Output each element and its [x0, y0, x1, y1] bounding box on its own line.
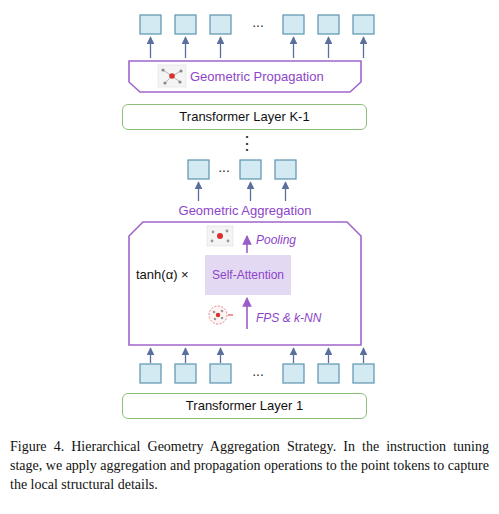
block-outline-path — [129, 222, 361, 345]
point-token — [283, 364, 304, 383]
point-token — [283, 15, 304, 34]
point-token — [210, 364, 231, 383]
point-token — [318, 364, 339, 383]
point-token — [353, 364, 374, 383]
point-token — [140, 364, 161, 383]
up-arrow — [150, 37, 151, 58]
token-arrows-top — [151, 37, 364, 58]
point-token — [210, 15, 231, 34]
up-arrow — [150, 348, 151, 363]
point-token — [240, 160, 261, 179]
up-arrow — [328, 37, 329, 58]
transformer-layer: Transformer Layer K-1 — [122, 104, 367, 130]
point-token — [175, 15, 196, 34]
ellipsis-mark: ... — [238, 363, 278, 379]
ellipsis-mark: ... — [210, 159, 238, 175]
token-row-bottom — [140, 364, 374, 383]
point-token — [353, 15, 374, 34]
block-title: Geometric Aggregation — [128, 203, 362, 218]
up-arrow — [363, 348, 364, 363]
up-arrow — [220, 37, 221, 58]
attention-box: Self-Attention — [205, 255, 291, 295]
block-title: Geometric Propagation — [190, 69, 324, 84]
propagation-block: Geometric Propagation — [128, 60, 362, 93]
up-arrow — [185, 37, 186, 58]
step-label: FPS & k-NN — [256, 311, 321, 325]
layer-title: Transformer Layer 1 — [123, 394, 366, 418]
point-token — [140, 15, 161, 34]
up-arrow — [185, 348, 186, 363]
transformer-layer: Transformer Layer 1 — [122, 393, 367, 419]
ellipsis-mark: ... — [238, 14, 278, 30]
token-row-middle — [188, 160, 296, 179]
token-row-top — [140, 15, 374, 34]
aggregation-block: Self-Attention Geometric AggregationPooli… — [128, 203, 362, 346]
up-arrow — [250, 182, 251, 201]
token-arrows-bottom — [151, 348, 364, 363]
gate-label: tanh(α) × — [136, 267, 189, 282]
point-token — [175, 364, 196, 383]
up-arrow — [328, 348, 329, 363]
ellipsis-mark: ⋮ — [237, 132, 257, 154]
point-token — [188, 160, 209, 179]
up-arrow — [198, 182, 199, 201]
up-arrow — [293, 348, 294, 363]
up-arrow — [363, 37, 364, 58]
figure-caption: Figure 4. Hierarchical Geometry Aggregat… — [10, 437, 489, 494]
up-arrow — [293, 37, 294, 58]
point-token — [318, 15, 339, 34]
point-token — [275, 160, 296, 179]
layer-title: Transformer Layer K-1 — [123, 105, 366, 129]
box-title: Self-Attention — [205, 255, 291, 295]
up-arrow — [285, 182, 286, 201]
step-label: Pooling — [256, 233, 296, 247]
token-arrows-middle — [199, 182, 286, 201]
block-outline-path — [129, 61, 361, 92]
up-arrow — [220, 348, 221, 363]
